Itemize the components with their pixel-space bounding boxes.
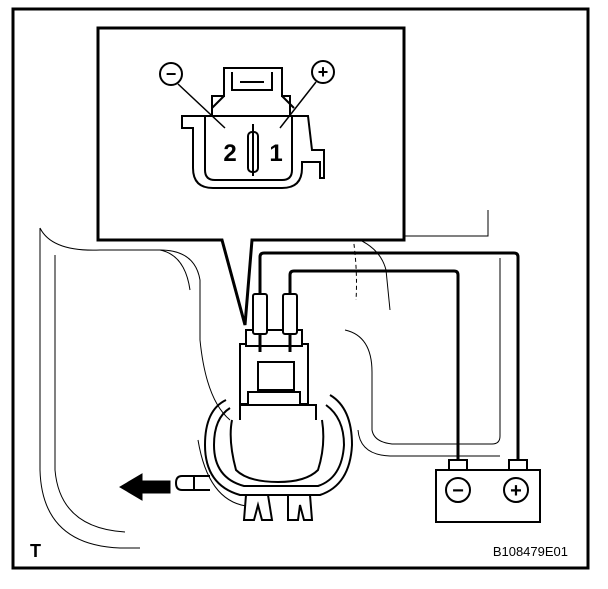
pin-2-label: 2 xyxy=(223,140,236,167)
battery-positive-terminal xyxy=(508,459,528,471)
callout-box xyxy=(96,26,406,326)
probe-positive xyxy=(282,293,298,335)
negative-marker-symbol: − xyxy=(166,64,177,84)
dashed-guide xyxy=(351,229,357,301)
connector-face xyxy=(181,67,325,189)
battery-negative-icon xyxy=(445,477,471,503)
test-leads xyxy=(258,251,520,462)
battery: − + xyxy=(435,459,541,523)
housing-outline xyxy=(39,210,501,549)
polarity-markers: − + xyxy=(159,60,335,129)
figure-code: B108479E01 xyxy=(492,544,568,559)
washer-pump xyxy=(174,394,354,521)
view-letter: T xyxy=(30,541,41,561)
battery-positive-symbol: + xyxy=(510,480,522,502)
negative-lead xyxy=(288,269,460,462)
probe-negative xyxy=(252,293,268,335)
positive-marker-circle xyxy=(311,60,335,84)
flow-direction-arrow xyxy=(119,473,171,501)
test-probes xyxy=(252,293,298,352)
battery-negative-terminal xyxy=(448,459,468,471)
outer-frame xyxy=(11,7,590,570)
battery-negative-symbol: − xyxy=(452,480,464,502)
pin-1-label: 1 xyxy=(269,140,282,167)
positive-marker-symbol: + xyxy=(318,62,329,82)
positive-lead xyxy=(258,251,520,462)
pump-connector xyxy=(239,329,309,405)
battery-positive-icon xyxy=(503,477,529,503)
negative-marker-circle xyxy=(159,62,183,86)
